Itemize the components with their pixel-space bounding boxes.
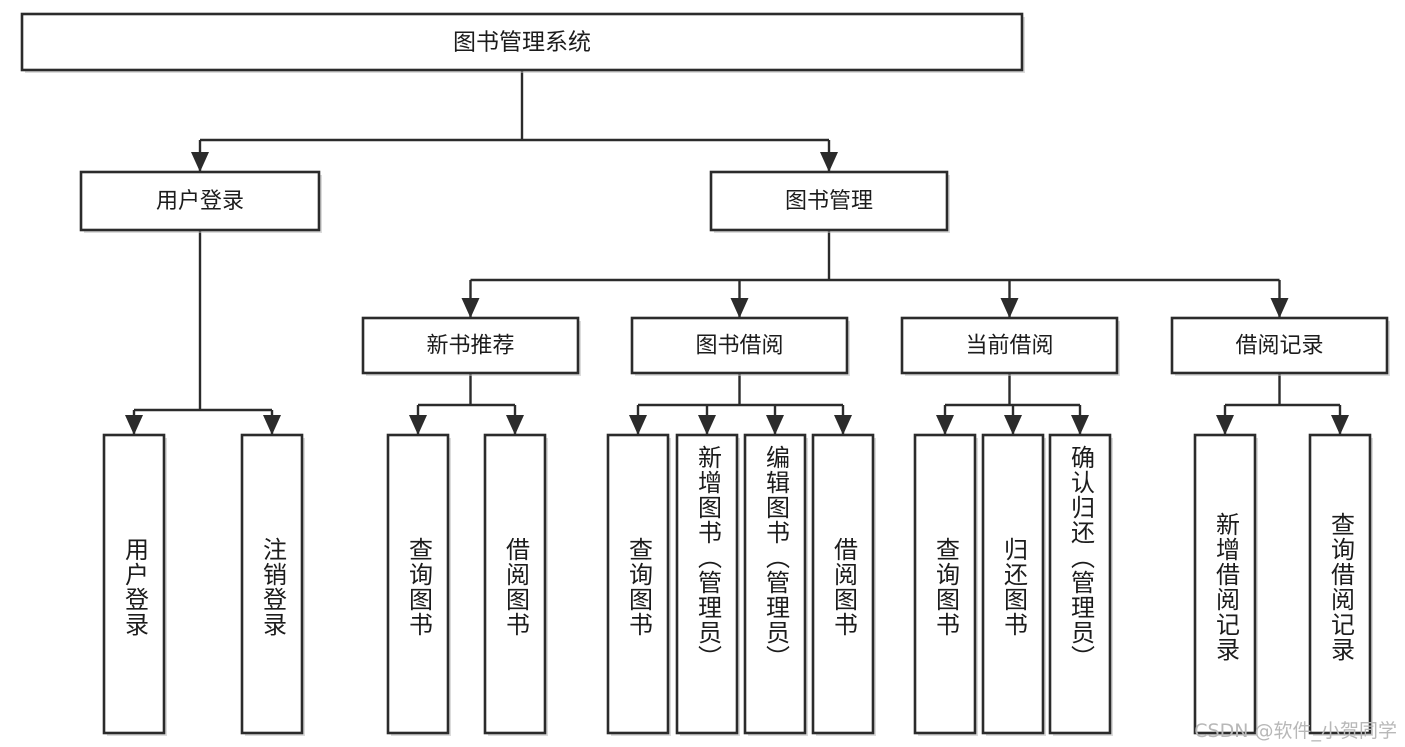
node-leaf-add-record[interactable] xyxy=(1193,433,1258,736)
arrow-head-icon xyxy=(629,415,647,435)
node-rect[interactable] xyxy=(483,433,547,735)
node-rect[interactable] xyxy=(743,433,807,735)
node-leaf-query-record[interactable] xyxy=(1308,433,1373,736)
node-rect[interactable] xyxy=(709,170,949,232)
node-rect[interactable] xyxy=(20,12,1024,72)
node-new-book-recommend[interactable] xyxy=(361,316,581,376)
node-label-book-management: 图书管理 xyxy=(785,189,873,214)
node-leaf-user-login[interactable] xyxy=(102,433,167,736)
node-rect[interactable] xyxy=(675,433,739,735)
node-label-user-login: 用户登录 xyxy=(156,189,244,214)
node-leaf-borrow-book[interactable] xyxy=(811,433,876,736)
node-rect[interactable] xyxy=(1170,316,1389,375)
arrow-head-icon xyxy=(506,415,524,435)
node-rect[interactable] xyxy=(1193,433,1257,735)
arrow-head-icon xyxy=(461,298,480,318)
node-leaf-add-book[interactable] xyxy=(675,433,740,736)
node-rect[interactable] xyxy=(386,433,450,735)
node-label-current-borrow: 当前借阅 xyxy=(965,334,1053,359)
arrow-head-icon xyxy=(730,298,749,318)
arrow-head-icon xyxy=(834,415,852,435)
node-rect[interactable] xyxy=(361,316,580,375)
arrow-head-icon xyxy=(766,415,784,435)
node-leaf-return-book[interactable] xyxy=(981,433,1046,736)
node-leaf-borrow-book-new[interactable] xyxy=(483,433,548,736)
node-label-new-book-recommend: 新书推荐 xyxy=(426,334,514,359)
arrow-head-icon xyxy=(409,415,427,435)
arrow-head-icon xyxy=(1270,298,1289,318)
node-rect[interactable] xyxy=(240,433,304,735)
arrow-head-icon xyxy=(820,152,838,172)
boxes-layer xyxy=(20,12,1390,736)
arrow-head-icon xyxy=(1004,415,1022,435)
node-rect[interactable] xyxy=(1308,433,1372,735)
arrow-head-icon xyxy=(1071,415,1089,435)
node-current-borrow[interactable] xyxy=(900,316,1120,376)
node-root[interactable] xyxy=(20,12,1025,73)
node-user-login[interactable] xyxy=(79,170,322,233)
arrow-head-icon xyxy=(698,415,716,435)
csdn-watermark: CSDN @软件_小贺同学 xyxy=(1194,720,1397,742)
node-rect[interactable] xyxy=(981,433,1045,735)
node-leaf-query-book-borrow[interactable] xyxy=(606,433,671,736)
node-leaf-edit-book[interactable] xyxy=(743,433,808,736)
connectors-layer xyxy=(125,70,1349,435)
node-rect[interactable] xyxy=(1048,433,1112,735)
arrow-head-icon xyxy=(936,415,954,435)
node-rect[interactable] xyxy=(606,433,670,735)
node-rect[interactable] xyxy=(811,433,875,735)
node-book-borrow[interactable] xyxy=(630,316,850,376)
node-rect[interactable] xyxy=(79,170,321,232)
node-book-management[interactable] xyxy=(709,170,950,233)
arrow-head-icon xyxy=(1000,298,1019,318)
node-label-borrow-record: 借阅记录 xyxy=(1235,334,1323,359)
node-borrow-record[interactable] xyxy=(1170,316,1390,376)
arrow-head-icon xyxy=(125,415,143,435)
node-rect[interactable] xyxy=(630,316,849,375)
node-leaf-query-book-new[interactable] xyxy=(386,433,451,736)
node-leaf-logout[interactable] xyxy=(240,433,305,736)
arrow-head-icon xyxy=(191,152,209,172)
node-leaf-confirm-return[interactable] xyxy=(1048,433,1113,736)
arrow-head-icon xyxy=(263,415,281,435)
node-label-book-borrow: 图书借阅 xyxy=(695,334,783,359)
node-label-root: 图书管理系统 xyxy=(453,30,591,56)
node-rect[interactable] xyxy=(913,433,977,735)
node-rect[interactable] xyxy=(102,433,166,735)
arrow-head-icon xyxy=(1331,415,1349,435)
node-leaf-query-book-current[interactable] xyxy=(913,433,978,736)
node-rect[interactable] xyxy=(900,316,1119,375)
arrow-head-icon xyxy=(1216,415,1234,435)
